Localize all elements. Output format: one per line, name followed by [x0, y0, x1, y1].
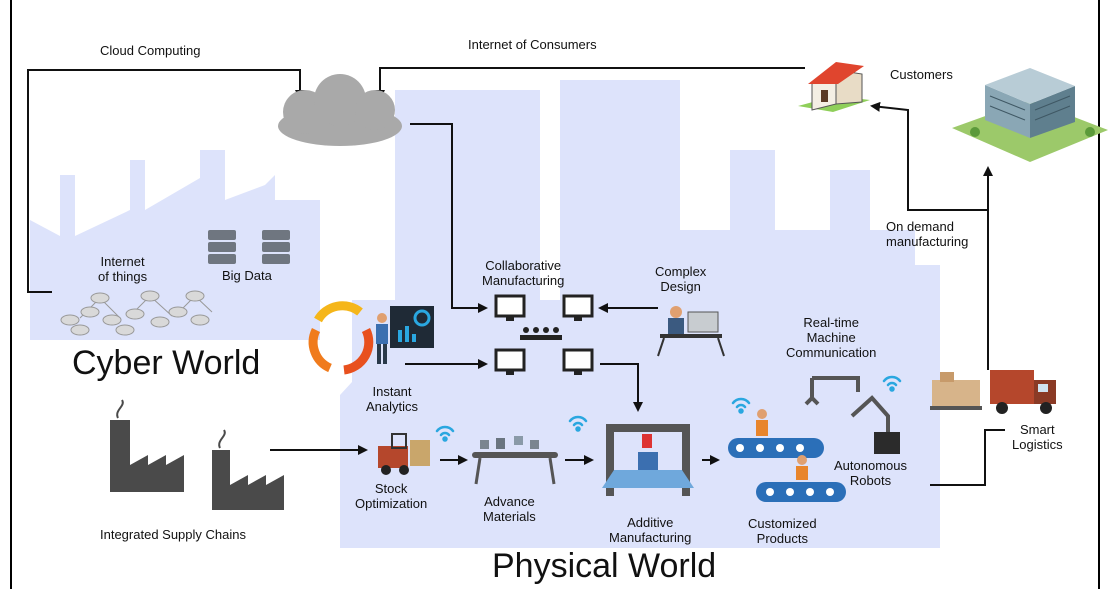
office-building-icon — [952, 68, 1108, 162]
server-icon — [208, 230, 290, 264]
factory-icon — [110, 399, 284, 510]
instant-analytics-label: Instant Analytics — [366, 384, 419, 414]
complex-design-label: Complex Design — [655, 264, 707, 294]
3d-printer-icon — [602, 424, 694, 496]
designer-desk-icon — [657, 306, 725, 357]
truck-icon — [930, 370, 1056, 414]
realtime-machine-communication-label: Real-time Machine Communication — [786, 315, 877, 360]
internet-of-consumers-label: Internet of Consumers — [468, 37, 597, 52]
connector-lines — [27, 67, 1005, 486]
factory-backdrop — [30, 80, 940, 548]
refresh-cycle-icon — [308, 301, 374, 375]
collaborative-manufacturing-label: Collaborative Manufacturing — [482, 258, 565, 288]
wifi-icon — [435, 375, 902, 442]
computer-monitor-icon — [494, 294, 594, 375]
cloud-icon — [278, 74, 402, 146]
stock-optimization-label: Stock Optimization — [355, 481, 428, 511]
customers-label: Customers — [890, 67, 953, 82]
cyber-world-title: Cyber World — [72, 344, 261, 382]
internet-of-things-label: Internet of things — [98, 254, 148, 284]
physical-world-title: Physical World — [492, 547, 717, 585]
conveyor-icon — [728, 409, 846, 502]
robot-arm-icon — [804, 376, 900, 454]
smart-logistics-label: Smart Logistics — [1012, 422, 1063, 452]
integrated-supply-chains-label: Integrated Supply Chains — [100, 527, 246, 542]
team-icon — [520, 327, 562, 340]
big-data-label: Big Data — [222, 268, 272, 283]
autonomous-robots-label: Autonomous Robots — [834, 458, 907, 488]
network-graph-icon — [60, 290, 213, 336]
additive-manufacturing-label: Additive Manufacturing — [609, 515, 692, 545]
conveyor-icon — [472, 436, 558, 485]
forklift-icon — [378, 433, 430, 475]
advance-materials-label: Advance Materials — [483, 494, 536, 524]
analytics-presenter-icon — [376, 306, 434, 364]
customized-products-label: Customized Products — [748, 516, 817, 546]
house-icon — [798, 62, 870, 112]
cloud-computing-label: Cloud Computing — [100, 43, 201, 58]
on-demand-manufacturing-label: On demand manufacturing — [886, 219, 969, 249]
